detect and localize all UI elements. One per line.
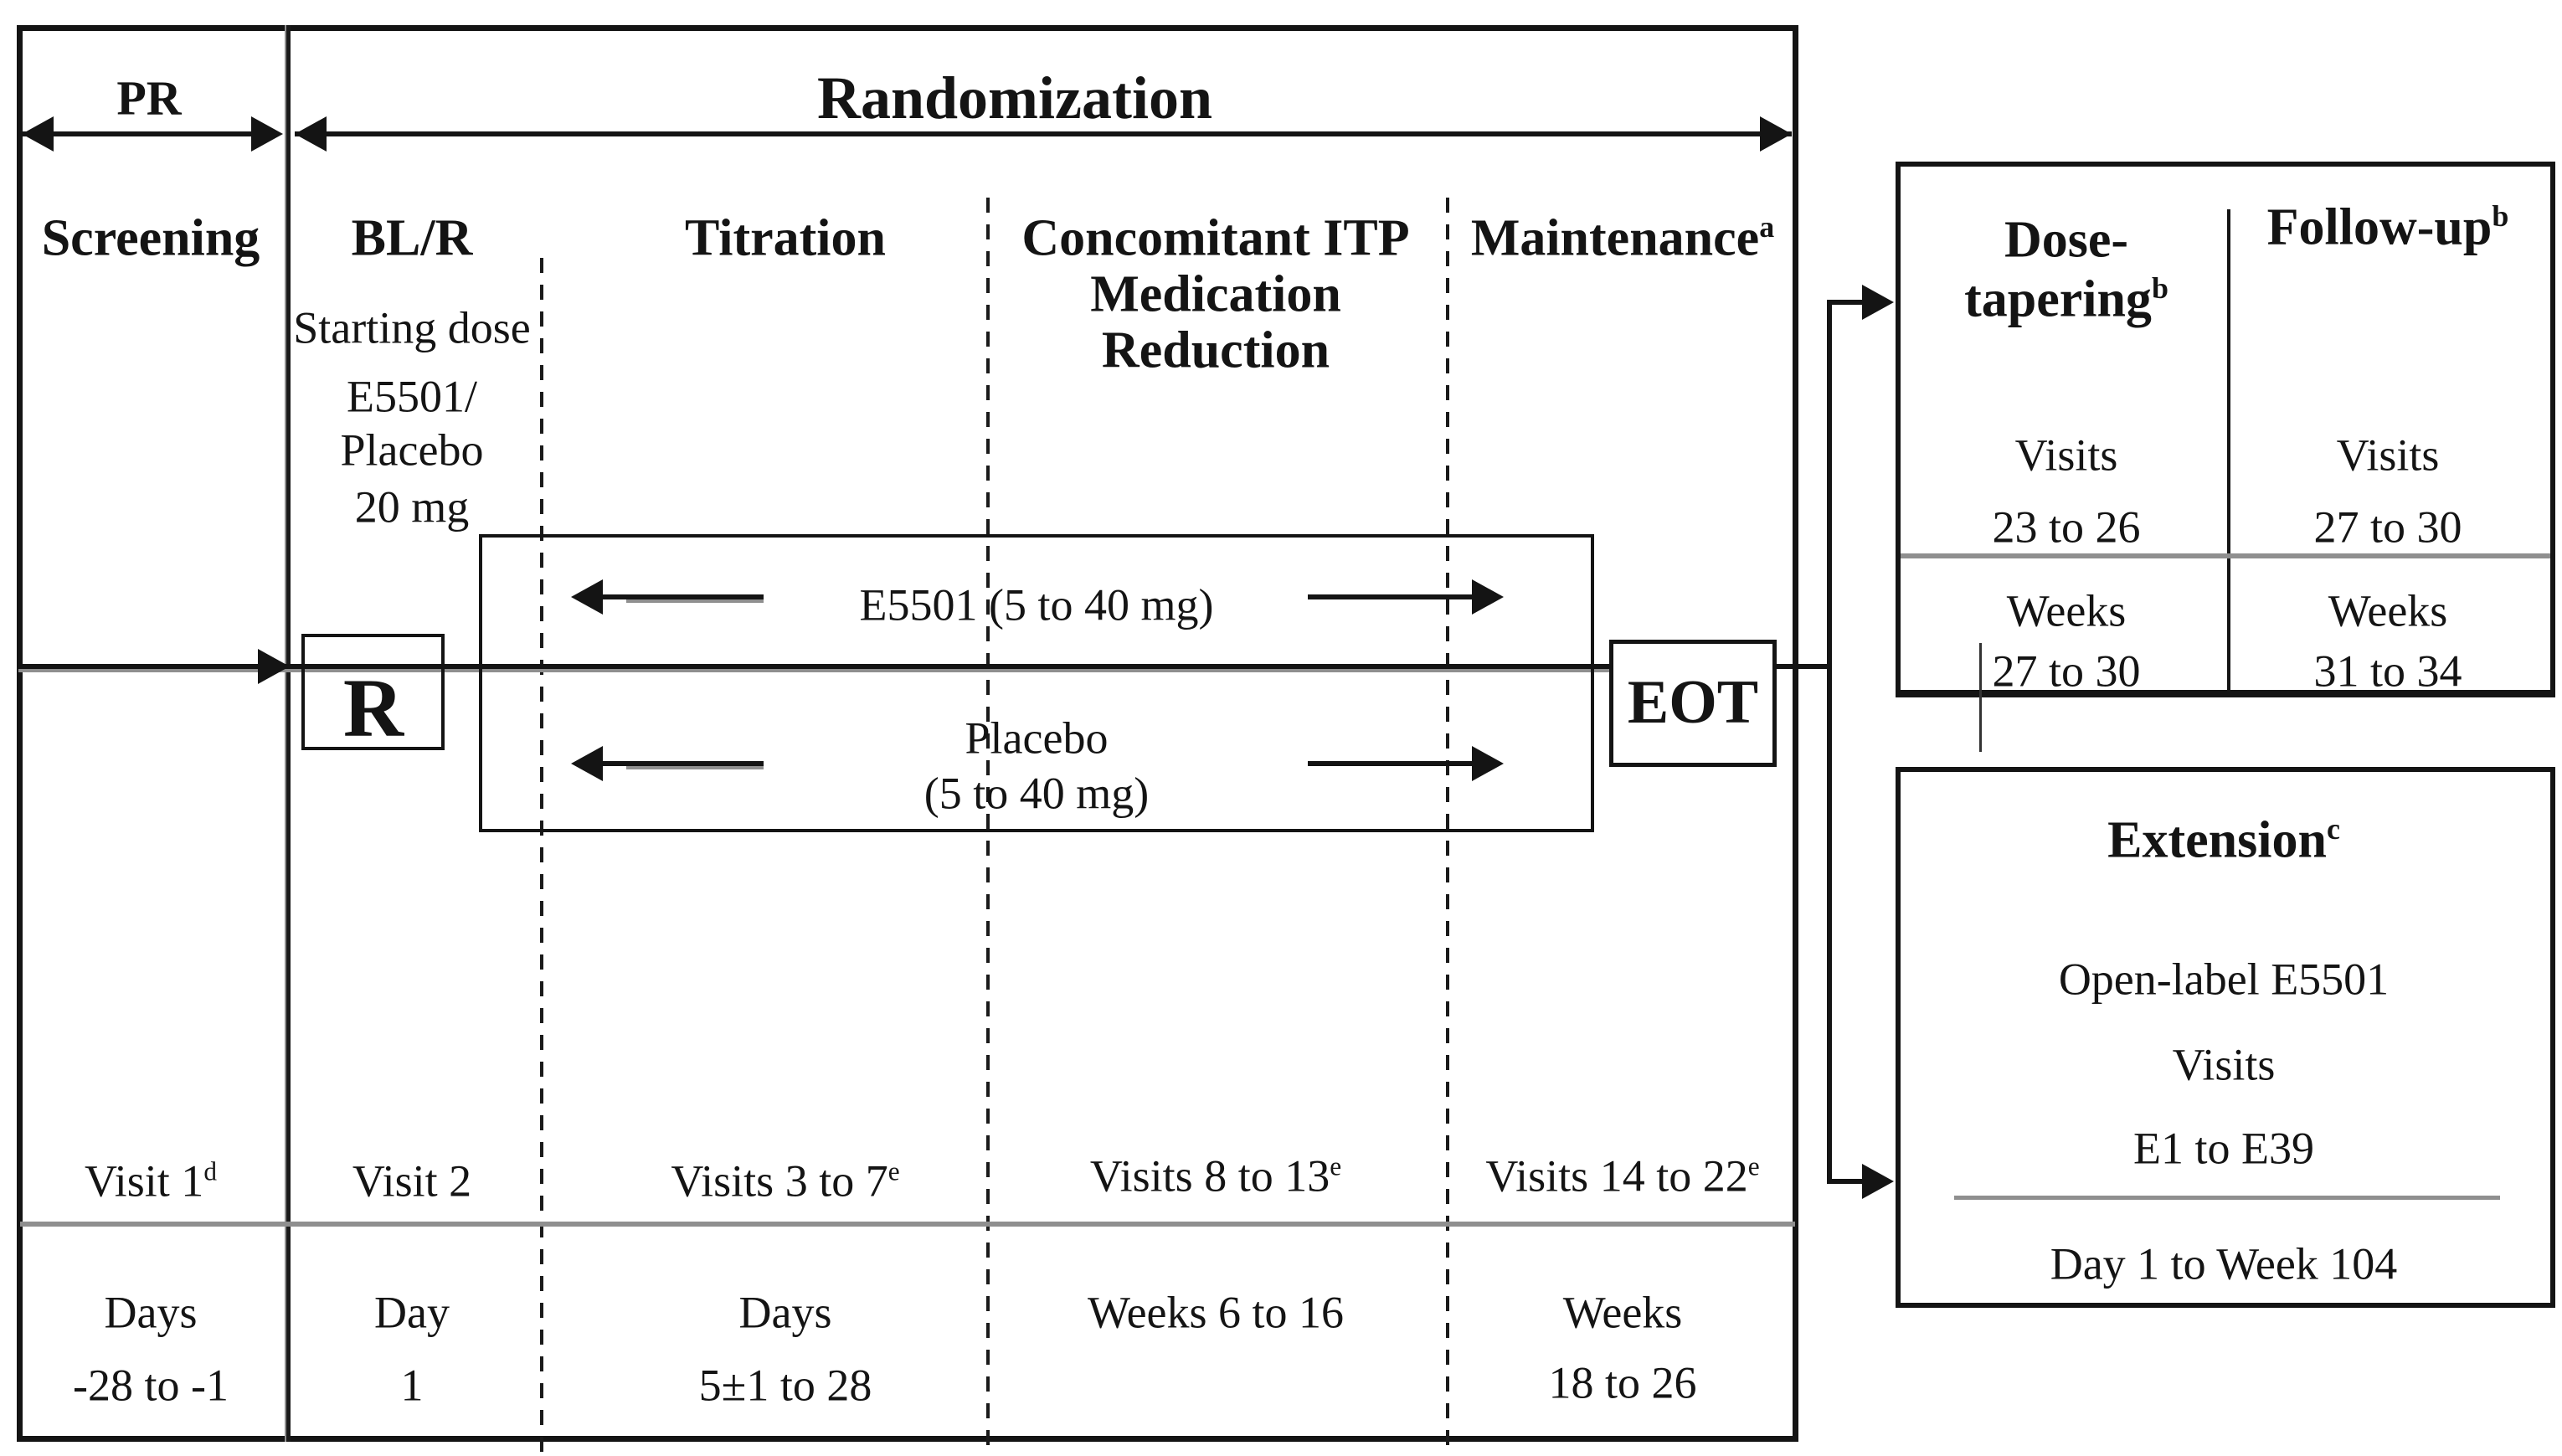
titration-concomitant-divider-dashed: [986, 198, 990, 1456]
end-of-treatment-label: EOT: [1627, 668, 1759, 738]
randomization-span-line: [295, 131, 1792, 136]
randomization-label: Randomization: [816, 64, 1213, 132]
pr-arrow-left-icon: [22, 116, 54, 152]
blr-titration-divider-dashed: [540, 258, 543, 1456]
e5501-arrow-right-icon: [1472, 579, 1504, 615]
e5501-arm-label: E5501 (5 to 40 mg): [859, 579, 1214, 630]
dose-tapering-visits-label: Visits: [2014, 430, 2118, 481]
column-header-maintenance: Maintenancea: [1470, 209, 1775, 267]
visits-concomitant-footnote-sup: e: [1330, 1151, 1342, 1181]
dose-tapering-followup-gray-rule: [1901, 553, 2550, 558]
extension-title: Extensionc: [2107, 811, 2340, 869]
followup-footnote-sup: b: [2492, 198, 2509, 233]
visits-concomitant: Visits 8 to 13e: [1089, 1150, 1342, 1201]
randomization-arrow-left-icon: [295, 116, 327, 152]
column-header-titration: Titration: [685, 209, 886, 267]
placebo-arrow-left-shaft: [596, 761, 764, 766]
extension-box: [1896, 767, 2555, 1308]
e5501-arrow-left-shaft: [596, 594, 764, 599]
visits-schedule-gray-rule: [20, 1222, 1795, 1227]
connector-eot-stub-line: [1777, 664, 1830, 669]
schedule-baseline-line2: 1: [400, 1360, 424, 1411]
extension-visits-label: Visits: [2172, 1039, 2276, 1090]
schedule-maintenance-line2: 18 to 26: [1548, 1357, 1697, 1408]
dose-tapering-followup-box: [1896, 162, 2555, 697]
schedule-screening-line2: -28 to -1: [73, 1360, 229, 1411]
placebo-arm-label-line1: Placebo: [965, 713, 1109, 764]
schedule-screening-line1: Days: [104, 1287, 198, 1338]
pr-arrow-right-icon: [251, 116, 283, 152]
end-of-treatment-box: [1609, 640, 1777, 767]
treatment-arms-box: [479, 534, 1594, 832]
column-header-screening: Screening: [41, 209, 260, 267]
placebo-arrow-right-icon: [1472, 746, 1504, 781]
column-header-concomitant-line3: Reduction: [1101, 322, 1330, 379]
followup-visits-range: 27 to 30: [2313, 502, 2462, 553]
column-header-concomitant-line2: Medication: [1090, 265, 1341, 323]
visits-screening: Visit 1d: [85, 1155, 217, 1206]
dose-tapering-weeks-range: 27 to 30: [1992, 646, 2141, 697]
visit1-footnote-sup: d: [203, 1156, 217, 1186]
extension-gray-rule: [1954, 1196, 2500, 1200]
schedule-maintenance-line1: Weeks: [1562, 1287, 1683, 1338]
pre-randomization-label: PR: [116, 70, 182, 126]
dose-tapering-weeks-label: Weeks: [2006, 585, 2127, 636]
connector-top-stub-line: [1827, 300, 1867, 305]
connector-bottom-stub-line: [1827, 1179, 1867, 1184]
placebo-arm-label-line2: (5 to 40 mg): [923, 768, 1150, 819]
concomitant-maintenance-divider-dashed: [1446, 198, 1449, 1456]
schedule-baseline-line1: Day: [374, 1287, 450, 1338]
dose-tapering-visits-range: 23 to 26: [1992, 502, 2141, 553]
e5501-arrow-left-shadow: [626, 599, 764, 603]
visits-baseline: Visit 2: [352, 1155, 472, 1206]
maintenance-footnote-sup: a: [1759, 209, 1775, 244]
randomization-arrow-right-icon: [1760, 116, 1792, 152]
column-header-concomitant-line1: Concomitant ITP: [1021, 209, 1410, 267]
connector-bottom-arrow-icon: [1862, 1164, 1894, 1199]
dose-tapering-footnote-sup: b: [2151, 270, 2168, 305]
visits-maintenance: Visits 14 to 22e: [1485, 1150, 1760, 1201]
followup-weeks-range: 31 to 34: [2313, 646, 2462, 697]
visits-titration-footnote-sup: e: [887, 1156, 900, 1186]
schedule-titration-line1: Days: [738, 1287, 832, 1338]
placebo-arrow-right-shaft: [1308, 761, 1480, 766]
connector-vertical-line: [1827, 302, 1832, 1184]
e5501-arrow-right-shaft: [1308, 594, 1480, 599]
dose-tapering-followup-divider: [2227, 209, 2230, 695]
dose-tapering-title-line2: taperingb: [1964, 270, 2168, 328]
starting-dose-line4: 20 mg: [354, 481, 470, 532]
timeline-line: [18, 664, 1609, 669]
connector-top-arrow-icon: [1862, 285, 1894, 320]
timeline-shadow-line: [18, 669, 1609, 672]
dose-tapering-title-line1: Dose-: [2004, 211, 2129, 269]
starting-dose-line1: Starting dose: [293, 302, 531, 353]
visits-titration: Visits 3 to 7e: [671, 1155, 900, 1206]
extension-visits-range: E1 to E39: [2133, 1123, 2314, 1174]
starting-dose-line2: E5501/: [347, 371, 477, 422]
screening-blr-divider-line: [285, 25, 291, 1442]
column-header-blr: BL/R: [351, 209, 473, 267]
extension-treatment-label: Open-label E5501: [2058, 954, 2390, 1005]
placebo-arrow-left-shadow: [626, 766, 764, 769]
extension-footnote-sup: c: [2326, 811, 2340, 846]
scan-artifact-tick: [1979, 643, 1982, 752]
starting-dose-line3: Placebo: [340, 424, 484, 476]
schedule-titration-line2: 5±1 to 28: [698, 1360, 872, 1411]
main-study-frame: [17, 25, 1798, 1442]
extension-duration: Day 1 to Week 104: [2050, 1238, 2398, 1289]
followup-title: Follow-upb: [2266, 198, 2509, 256]
followup-weeks-label: Weeks: [2328, 585, 2448, 636]
randomization-symbol: R: [342, 661, 404, 754]
visits-maintenance-footnote-sup: e: [1747, 1151, 1760, 1181]
randomization-box: [301, 634, 445, 750]
timeline-arrow-icon: [258, 649, 290, 684]
pr-span-line: [22, 131, 278, 136]
followup-visits-label: Visits: [2336, 430, 2440, 481]
schedule-concomitant: Weeks 6 to 16: [1087, 1287, 1345, 1338]
